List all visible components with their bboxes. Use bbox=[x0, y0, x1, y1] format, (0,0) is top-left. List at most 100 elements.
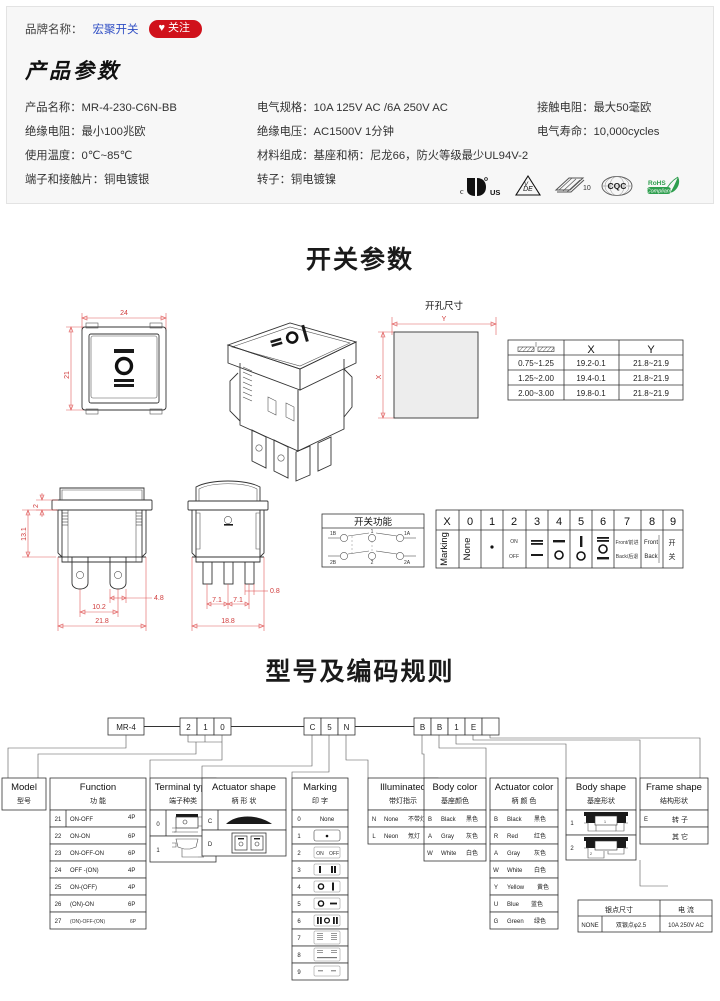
spec-insulation-voltage: 绝缘电压：AC1500V 1分钟 bbox=[257, 126, 394, 138]
heart-icon: ♥ bbox=[158, 22, 166, 34]
coding-illuminated-en-val: None bbox=[384, 817, 399, 823]
coding-function-poles: 4P bbox=[128, 868, 135, 874]
coding-col-actuator-shape: Actuator shape 柄 形 状 C D bbox=[201, 777, 287, 857]
coding-marking-code: 2 bbox=[297, 851, 301, 857]
brand-name-link[interactable]: 宏聚开关 bbox=[92, 24, 139, 36]
coding-body-color-code: W bbox=[427, 851, 433, 857]
coding-marking-code: 5 bbox=[297, 902, 301, 908]
marking-col-8: 8 bbox=[649, 516, 655, 528]
marking-circle-bar-icon bbox=[313, 880, 341, 893]
coding-body-shape-cn: 基座形状 bbox=[587, 796, 615, 805]
rear-view-dim-7-1-b: 7.1 bbox=[233, 597, 243, 604]
marking-dot-icon bbox=[325, 834, 329, 838]
coding-function-desc: ON-(OFF) bbox=[70, 885, 97, 891]
coding-col-model: Model 型号 bbox=[1, 777, 47, 811]
model-code-blocks: MR-4 2 1 0 C 5 N B B 1 E bbox=[107, 717, 500, 736]
coding-body-color-en: Body color bbox=[433, 782, 478, 793]
coding-function-code: 22 bbox=[55, 834, 62, 840]
coding-frame-shape-code: E bbox=[644, 817, 648, 823]
follow-button[interactable]: ♥ 关注 bbox=[148, 20, 203, 38]
marking-bar-icon bbox=[313, 863, 341, 876]
coding-actuator-color-cn-val: 蓝色 bbox=[531, 900, 543, 908]
marking-cell-2-off: OFF bbox=[509, 554, 519, 560]
coding-actuator-color-cn-val: 绿色 bbox=[534, 917, 546, 925]
marking-col-7: 7 bbox=[624, 516, 630, 528]
coding-marking-cn: 印 字 bbox=[312, 796, 328, 805]
cutout-table-cell: 21.8~21.9 bbox=[633, 389, 669, 398]
coding-actuator-color-en-val: Red bbox=[507, 834, 518, 840]
marking-col-1: 1 bbox=[489, 516, 495, 528]
coding-actuator-color-en-val: Gray bbox=[507, 851, 520, 857]
spec-row: 绝缘电阻：最小100兆欧 绝缘电压：AC1500V 1分钟 电气寿命：10,00… bbox=[25, 119, 701, 143]
marking-table-header-x: X bbox=[443, 516, 451, 528]
side-view-dim-13-1: 13.1 bbox=[21, 527, 28, 541]
spec-contact-resistance: 接触电阻：最大50毫欧 bbox=[537, 102, 652, 114]
panel-cutout-y-label: Y bbox=[442, 316, 447, 323]
marking-col-5: 5 bbox=[578, 516, 584, 528]
vde-certification-icon: DE V bbox=[514, 173, 542, 199]
coding-body-shape-code: 1 bbox=[570, 821, 574, 827]
svg-text:2: 2 bbox=[590, 852, 592, 856]
coding-actuator-color-cn-val: 白色 bbox=[534, 866, 546, 874]
coding-function-poles: 4P bbox=[128, 885, 135, 891]
model-code-g2-1: 5 bbox=[327, 723, 332, 732]
follow-button-label: 关注 bbox=[168, 22, 191, 34]
drawing-front-view: 24 21 bbox=[64, 310, 167, 415]
coding-actuator-color-code: U bbox=[494, 902, 498, 908]
coding-actuator-color-code: W bbox=[493, 868, 499, 874]
marking-cell-9-top: 开 bbox=[669, 539, 676, 547]
spec-electrical-rating: 电气规格：10A 125V AC /6A 250V AC bbox=[257, 102, 448, 114]
svg-text:V: V bbox=[524, 182, 529, 188]
svg-text:10: 10 bbox=[583, 185, 591, 192]
marking-cell-7-bottom: Back/后退 bbox=[616, 553, 639, 560]
side-view-dim-4-8: 4.8 bbox=[154, 595, 164, 602]
marking-iioi-icon bbox=[313, 914, 341, 927]
marking-text-rows-icon bbox=[313, 930, 341, 945]
front-view-height-dim: 21 bbox=[64, 371, 71, 379]
marking-col-2: 2 bbox=[511, 516, 517, 528]
coding-col-body-color: Body color 基座颜色 B Black 黑色 A Gray 灰色 W W… bbox=[423, 777, 487, 862]
coding-body-shape-code: 2 bbox=[570, 846, 574, 852]
coding-marking-en: Marking bbox=[303, 782, 337, 793]
svg-text:ON: ON bbox=[316, 851, 324, 857]
coding-terminal-code: 1 bbox=[156, 848, 160, 854]
panel-cutout-x-label: X bbox=[376, 374, 383, 379]
coding-body-color-en-val: Black bbox=[441, 817, 457, 823]
spec-row: 产品名称：MR-4-230-C6N-BB 电气规格：10A 125V AC /6… bbox=[25, 95, 701, 119]
leader-lines bbox=[7, 735, 701, 887]
heading-model-coding-rules: 型号及编码规则 bbox=[265, 658, 455, 686]
product-parameters-title: 产品参数 bbox=[25, 59, 121, 83]
coding-model-en: Model bbox=[11, 782, 37, 793]
coding-illuminated-cn-val: 不带灯 bbox=[408, 815, 426, 823]
coding-actuator-color-en-val: Yellow bbox=[507, 885, 525, 891]
coding-actuator-color-cn-val: 黑色 bbox=[534, 815, 546, 823]
model-code-g1-1: 1 bbox=[203, 723, 208, 732]
marking-cell-5 bbox=[576, 536, 586, 561]
coding-body-color-cn-val: 白色 bbox=[466, 849, 478, 857]
model-code-g3-0: B bbox=[420, 723, 425, 732]
model-code-g1-0: 2 bbox=[186, 723, 191, 732]
marking-col-3: 3 bbox=[534, 516, 540, 528]
coding-marking-code: 4 bbox=[297, 885, 301, 891]
coding-actuator-color-en-val: Blue bbox=[507, 902, 520, 908]
coding-col-frame-shape: Frame shape 结构形状 E 转 子 其 它 bbox=[639, 777, 709, 845]
cutout-table-header-y: Y bbox=[647, 344, 655, 356]
coding-illuminated-en-val: Neon bbox=[384, 834, 398, 840]
coding-model-cn: 型号 bbox=[17, 796, 31, 805]
marking-col-4: 4 bbox=[556, 516, 562, 528]
svg-text:CQC: CQC bbox=[608, 181, 627, 191]
cutout-table-header-x: X bbox=[587, 344, 595, 356]
svg-text:DE: DE bbox=[523, 186, 533, 193]
cqc-certification-icon: CQC bbox=[600, 173, 634, 199]
cutout-table-cell: 19.8-0.1 bbox=[576, 389, 606, 398]
coding-col-marking: Marking 印 字 0 None 1 2 ON OFF 3 4 bbox=[291, 777, 349, 981]
actuator-shape-c-icon bbox=[226, 816, 272, 824]
coding-function-code: 26 bbox=[55, 902, 62, 908]
coding-frame-shape-cn-val: 其 它 bbox=[672, 832, 688, 841]
svg-text:OFF: OFF bbox=[329, 851, 339, 857]
spec-electrical-life: 电气寿命：10,000cycles bbox=[537, 126, 660, 138]
coding-body-color-en-val: White bbox=[441, 851, 457, 857]
spec-terminal-contact: 端子和接触片：铜电镀银 bbox=[25, 174, 150, 186]
svg-text:US: US bbox=[490, 188, 500, 197]
silver-table-header-size: 银点尺寸 bbox=[605, 905, 633, 914]
